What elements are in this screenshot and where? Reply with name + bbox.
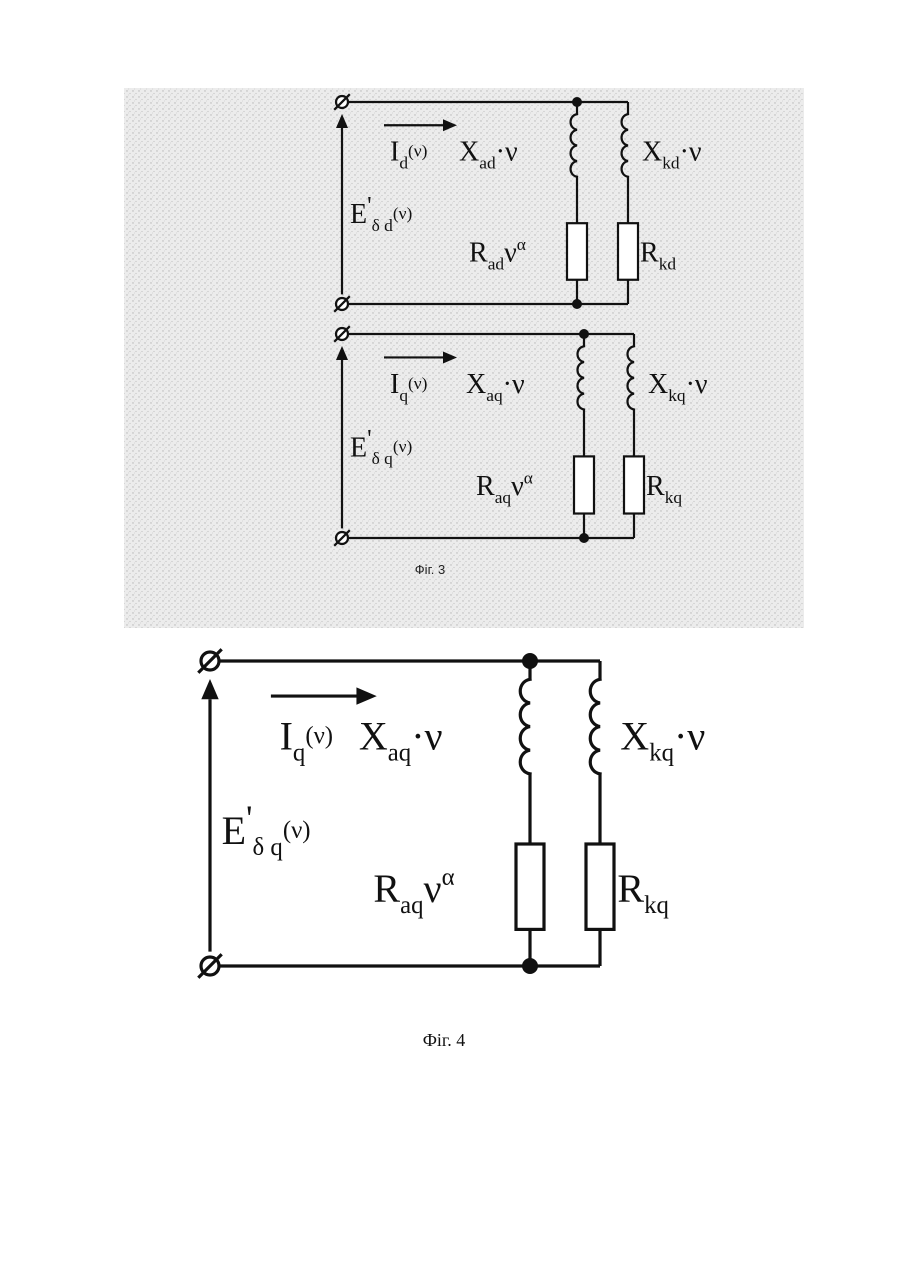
- circuit-q-fig4: Iq(ν)E'δ q(ν)Xaq·νRaqναXkq·νRkq: [198, 649, 705, 977]
- emf-label-arg: (ν): [283, 817, 311, 844]
- emf-label-symbol: E: [222, 808, 246, 853]
- resistance-label-branch2: Rkq: [617, 866, 668, 919]
- reactance-label-branch2-sub: kd: [662, 153, 680, 172]
- current-label-arg: (ν): [408, 374, 428, 393]
- emf-label-arg: (ν): [393, 204, 413, 223]
- resistor-branch1: [516, 844, 544, 929]
- fig3-background: [124, 88, 804, 628]
- reactance-label-branch2-sub: kq: [668, 386, 686, 405]
- resistance-label-branch1-sub: aq: [400, 892, 423, 919]
- junction-bottom: [579, 533, 589, 543]
- junction-bottom: [522, 958, 538, 974]
- reactance-label-branch2-sub: kq: [649, 740, 674, 767]
- terminal-top: [198, 649, 221, 672]
- reactance-label-branch1-sub: aq: [486, 386, 503, 405]
- resistance-label-branch1-sup: α: [442, 864, 455, 891]
- current-label-arg: (ν): [408, 141, 428, 160]
- inductor-branch2: [590, 679, 600, 774]
- reactance-label-branch2-symbol: X: [648, 369, 668, 400]
- emf-label: E'δ q(ν): [222, 798, 311, 861]
- current-label-symbol: I: [390, 369, 399, 400]
- emf-label-sub: δ d: [372, 216, 394, 235]
- emf-label-arg: (ν): [393, 437, 413, 456]
- junction-top: [579, 329, 589, 339]
- emf-label-symbol: E: [350, 199, 367, 230]
- reactance-label-branch1-symbol: X: [466, 369, 486, 400]
- current-label-arg: (ν): [305, 722, 333, 749]
- junction-top: [522, 653, 538, 669]
- resistance-label-branch1-sub: ad: [488, 254, 505, 273]
- reactance-label-branch1-suffix: ·ν: [503, 369, 525, 400]
- resistance-label-branch1-symbol: R: [373, 866, 400, 911]
- reactance-label-branch1-symbol: X: [459, 137, 479, 168]
- current-arrow-head: [356, 687, 376, 704]
- resistor-branch1: [567, 223, 587, 280]
- resistance-label-branch1: Raqνα: [373, 864, 454, 919]
- resistance-label-branch2-symbol: R: [640, 238, 659, 269]
- emf-label-symbol: E: [350, 432, 367, 463]
- current-label-sub: q: [399, 386, 408, 405]
- reactance-label-branch1-symbol: X: [359, 713, 388, 758]
- junction-bottom: [572, 299, 582, 309]
- resistance-label-branch1-suffix: ν: [423, 866, 441, 911]
- resistance-label-branch2-symbol: R: [646, 471, 665, 502]
- current-label-sub: q: [293, 740, 305, 767]
- resistance-label-branch1-sub: aq: [495, 488, 512, 507]
- reactance-label-branch2: Xkq·ν: [620, 713, 705, 766]
- resistance-label-branch1-symbol: R: [469, 238, 488, 269]
- resistance-label-branch1-suffix: ν: [511, 471, 524, 502]
- reactance-label-branch2-symbol: X: [620, 713, 649, 758]
- resistance-label-branch2-sub: kd: [659, 254, 677, 273]
- emf-label-sub: δ q: [253, 834, 283, 861]
- reactance-label-branch1-suffix: ·ν: [411, 713, 442, 758]
- emf-arrow-head: [201, 679, 218, 699]
- resistance-label-branch2-sub: kq: [644, 892, 669, 919]
- resistor-branch1: [574, 456, 594, 513]
- reactance-label-branch2-suffix: ·ν: [686, 369, 708, 400]
- emf-label-sub: δ q: [372, 449, 394, 468]
- reactance-label-branch1: Xaq·ν: [359, 713, 443, 766]
- fig4-caption: Фіг. 4: [423, 1030, 466, 1050]
- reactance-label-branch2-suffix: ·ν: [680, 137, 702, 168]
- resistor-branch2: [624, 456, 644, 513]
- reactance-label-branch2-suffix: ·ν: [674, 713, 705, 758]
- current-label-sub: d: [399, 153, 408, 172]
- resistor-branch2: [618, 223, 638, 280]
- resistor-branch2: [586, 844, 614, 929]
- reactance-label-branch1-suffix: ·ν: [496, 137, 518, 168]
- junction-top: [572, 97, 582, 107]
- current-label-symbol: I: [390, 137, 399, 168]
- fig3-background-bottom-strip: [172, 600, 802, 620]
- reactance-label-branch1-sub: ad: [479, 153, 496, 172]
- emf-label-prime: ': [246, 798, 253, 838]
- resistance-label-branch2-symbol: R: [617, 866, 644, 911]
- resistance-label-branch1-symbol: R: [476, 471, 495, 502]
- reactance-label-branch1-sub: aq: [388, 740, 411, 767]
- resistance-label-branch2-sub: kq: [665, 488, 683, 507]
- resistance-label-branch1-sup: α: [524, 468, 533, 487]
- current-label: Iq(ν): [280, 713, 333, 766]
- current-label-symbol: I: [280, 713, 293, 758]
- resistance-label-branch1-suffix: ν: [504, 238, 517, 269]
- reactance-label-branch2-symbol: X: [642, 137, 662, 168]
- resistance-label-branch1-sup: α: [517, 235, 526, 254]
- terminal-bottom: [198, 954, 221, 977]
- inductor-branch1: [520, 679, 530, 774]
- fig3-caption: Фіг. 3: [415, 562, 445, 577]
